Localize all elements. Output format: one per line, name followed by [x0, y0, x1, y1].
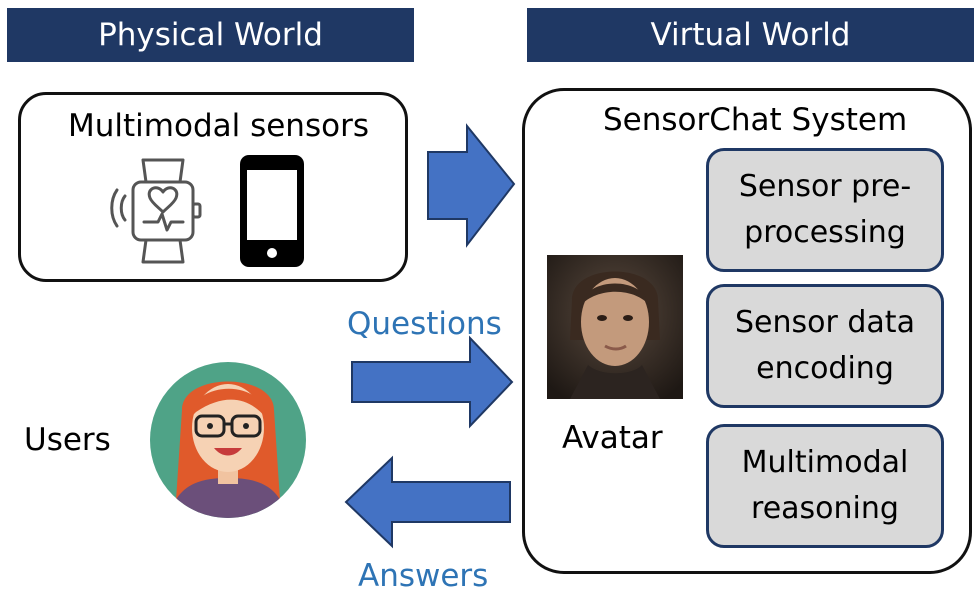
answers-label: Answers: [358, 558, 489, 594]
users-label: Users: [24, 422, 111, 458]
virtual-world-banner: Virtual World: [527, 8, 974, 62]
sensor-flow-arrow: [427, 123, 516, 248]
module-label-line2: encoding: [756, 351, 894, 386]
module-label-line2: reasoning: [751, 491, 899, 526]
user-avatar: [150, 362, 306, 518]
questions-label: Questions: [347, 306, 502, 342]
module-sensor-preprocessing: Sensor pre-processing: [706, 148, 944, 272]
physical-world-banner: Physical World: [7, 8, 414, 62]
smartphone-icon: [240, 155, 304, 267]
module-multimodal-reasoning: Multimodal reasoning: [706, 424, 944, 548]
module-sensor-data-encoding: Sensor data encoding: [706, 284, 944, 408]
physical-world-title: Physical World: [98, 17, 323, 53]
virtual-world-title: Virtual World: [650, 17, 851, 53]
questions-arrow: [351, 335, 514, 429]
sensors-box: [18, 92, 408, 282]
smartwatch-icon: [110, 158, 202, 264]
module-label-line1: Sensor data: [735, 305, 915, 340]
module-label-line2: processing: [744, 215, 906, 250]
answers-arrow: [344, 455, 511, 549]
system-title: SensorChat System: [603, 102, 908, 138]
avatar-label: Avatar: [562, 420, 663, 456]
module-label-line1: Sensor pre-: [738, 169, 912, 204]
avatar-portrait: [547, 255, 683, 399]
module-label-line1: Multimodal: [741, 445, 909, 480]
sensors-title: Multimodal sensors: [68, 108, 369, 144]
